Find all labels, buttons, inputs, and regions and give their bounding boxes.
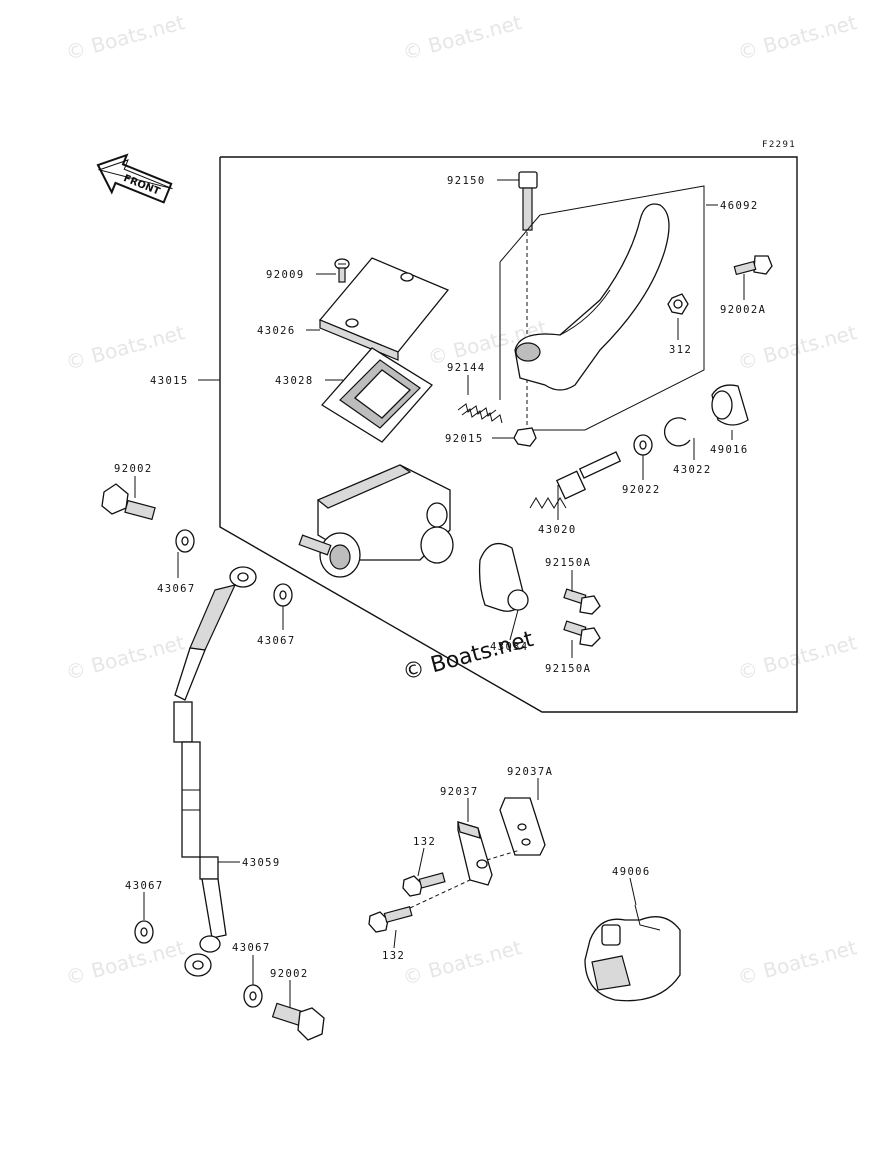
bolt-132-bottom: [368, 879, 471, 933]
label-92144: 92144: [447, 362, 486, 374]
cover-43026: [318, 257, 450, 361]
front-arrow-icon: FRONT: [96, 153, 173, 204]
part-labels: 92150 46092 92009 92002A 43026 312 43015…: [114, 175, 766, 980]
switch-49006: [584, 904, 681, 1002]
label-43022: 43022: [673, 464, 712, 476]
bolt-132-top: [402, 872, 446, 897]
clamp-43034: [478, 542, 529, 612]
label-92150A-bottom: 92150A: [545, 663, 591, 675]
label-92002-bottom: 92002: [270, 968, 309, 980]
label-92037A: 92037A: [507, 766, 553, 778]
watermark: © Boats.net: [400, 935, 524, 990]
washer-43067-a: [175, 529, 195, 553]
watermark: © Boats.net: [400, 10, 524, 65]
watermark: © Boats.net: [63, 935, 187, 990]
bracket-92037: [457, 821, 493, 886]
master-cylinder-43015: [298, 464, 454, 578]
label-92015: 92015: [445, 433, 484, 445]
diaphragm-43028: [321, 347, 433, 443]
bolt-92150A-top: [563, 588, 601, 615]
bolt-92150: [518, 171, 538, 440]
label-92009: 92009: [266, 269, 305, 281]
watermark: © Boats.net: [63, 320, 187, 375]
watermark: © Boats.net: [63, 10, 187, 65]
assembly-frame: [219, 156, 798, 713]
label-43028: 43028: [275, 375, 314, 387]
label-43067-b: 43067: [257, 635, 296, 647]
washer-43067-d: [243, 984, 263, 1008]
nut-312: [667, 293, 689, 315]
brake-hose-43059: [173, 566, 257, 977]
label-46092: 46092: [720, 200, 759, 212]
boot-49016: [711, 384, 749, 426]
watermark: © Boats.net: [735, 10, 859, 65]
label-43020: 43020: [538, 524, 577, 536]
washer-92022: [633, 434, 653, 456]
label-92002-top: 92002: [114, 463, 153, 475]
label-92037: 92037: [440, 786, 479, 798]
banjo-bolt-92002-top: [101, 483, 156, 521]
figure-code: F2291: [762, 140, 796, 150]
label-43067-a: 43067: [157, 583, 196, 595]
washer-43067-b: [273, 583, 293, 607]
snap-ring-43022: [663, 417, 691, 447]
bolt-92150A-bottom: [563, 620, 601, 647]
bracket-92037A: [479, 797, 546, 863]
label-49016: 49016: [710, 444, 749, 456]
bolt-92002A: [733, 255, 773, 276]
label-92022: 92022: [622, 484, 661, 496]
label-43067-c: 43067: [125, 880, 164, 892]
label-92150: 92150: [447, 175, 486, 187]
leader-lines: [134, 179, 745, 1008]
watermark: © Boats.net: [735, 935, 859, 990]
nut-92015: [513, 427, 537, 447]
label-92150A-top: 92150A: [545, 557, 591, 569]
label-43026: 43026: [257, 325, 296, 337]
washer-43067-c: [134, 920, 154, 944]
label-132-top: 132: [413, 836, 436, 848]
lever-46092: [499, 185, 705, 431]
label-43015: 43015: [150, 375, 189, 387]
label-43034: 43034: [490, 641, 529, 653]
piston-43020: [529, 451, 622, 509]
label-312: 312: [669, 344, 692, 356]
watermark: © Boats.net: [63, 630, 187, 685]
screw-92009: [334, 258, 350, 283]
label-49006: 49006: [612, 866, 651, 878]
label-92002A: 92002A: [720, 304, 766, 316]
spring-92144: [457, 403, 503, 424]
banjo-bolt-92002-bottom: [271, 1002, 325, 1041]
label-43059: 43059: [242, 857, 281, 869]
label-43067-d: 43067: [232, 942, 271, 954]
watermark-center: © Boats.net: [400, 627, 536, 686]
label-132-bottom: 132: [382, 950, 405, 962]
